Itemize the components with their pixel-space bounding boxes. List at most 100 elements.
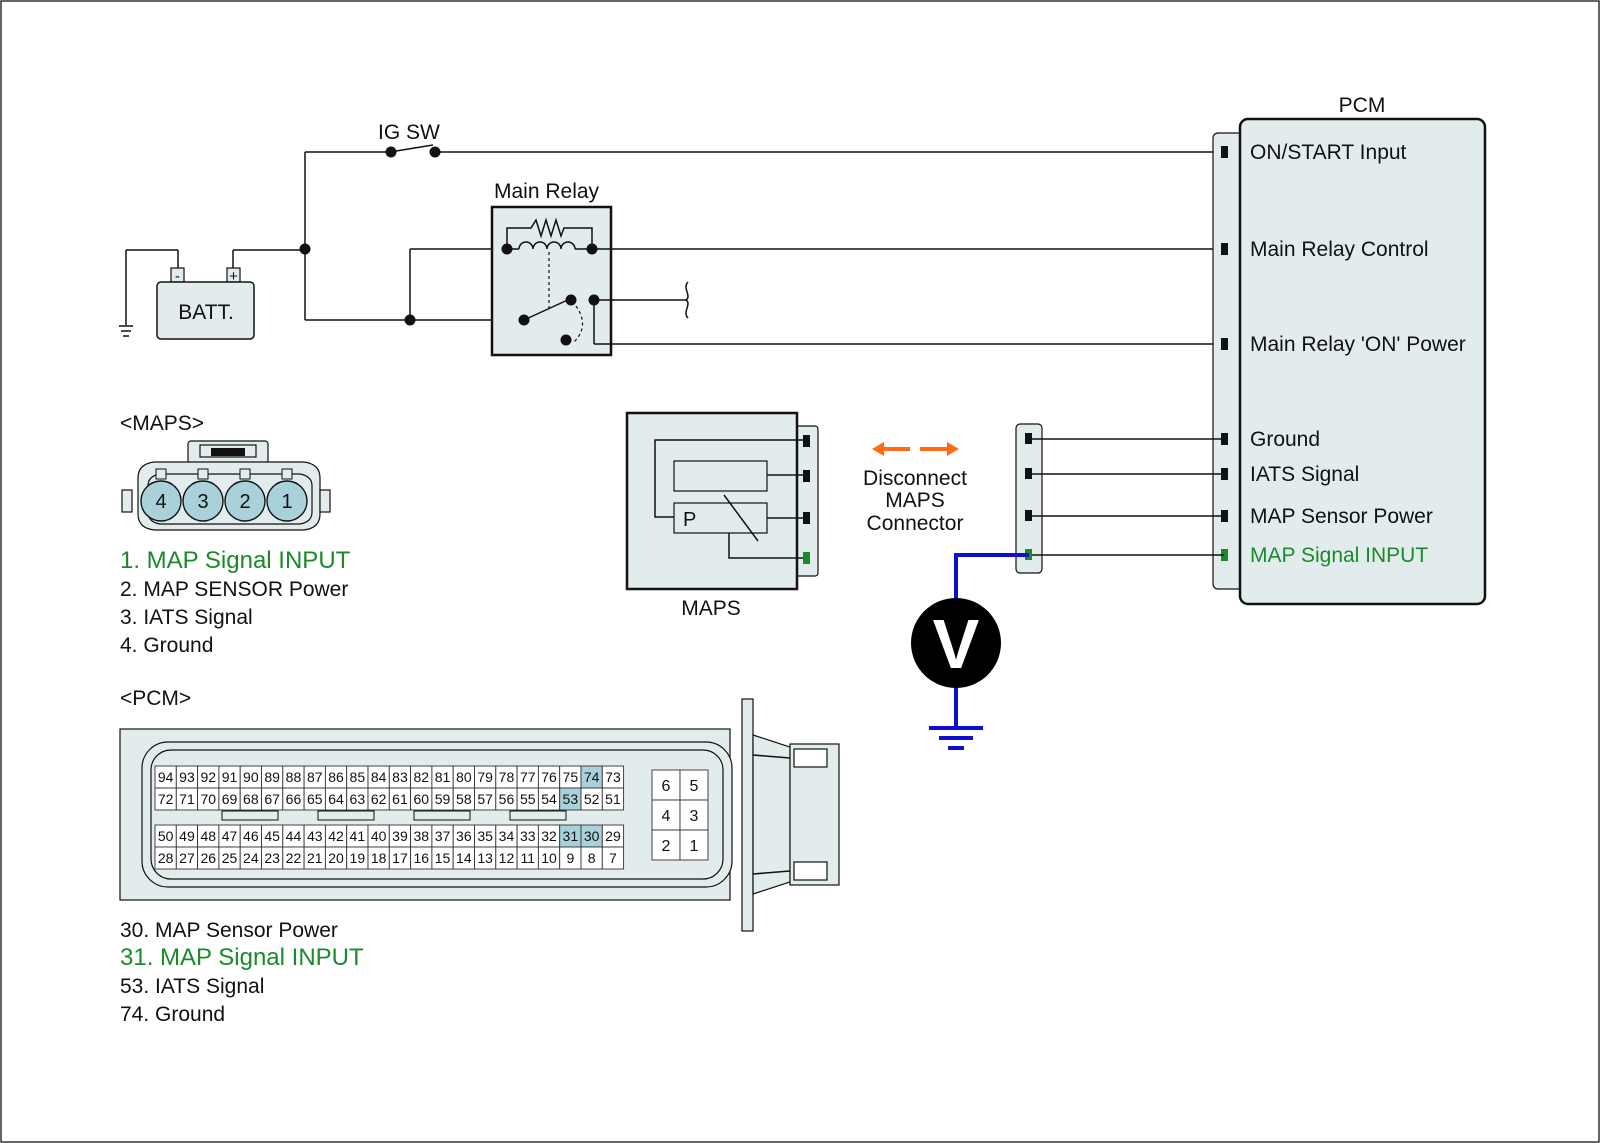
pcm-small-pin-cell [679, 769, 709, 801]
pcm-small-pin-number: 5 [690, 778, 699, 795]
pcm-legend-item: 30. MAP Sensor Power [120, 919, 338, 942]
pcm-pin-number: 13 [477, 850, 493, 866]
pcm-pin-number: 72 [158, 791, 174, 807]
pcm-pin-number: 11 [520, 850, 535, 866]
pcm-pin-number: 33 [520, 828, 536, 844]
maps-legend-item: 1. MAP Signal INPUT [120, 547, 351, 574]
pcm-legend-item: 31. MAP Signal INPUT [120, 944, 364, 971]
pcm-pin-number: 67 [264, 791, 280, 807]
pcm-pin-number: 47 [222, 828, 238, 844]
maps-legend-item: 3. IATS Signal [120, 606, 253, 629]
maps-pin-number: 3 [197, 491, 208, 513]
relay-switch-icon [523, 297, 584, 343]
pcm-pin-number: 88 [286, 769, 302, 785]
battery-icon [156, 281, 255, 340]
pin-marker [1025, 510, 1032, 521]
pcm-pin-number: 73 [605, 769, 621, 785]
ground-icon [119, 325, 133, 337]
pcm-pin-number: 42 [328, 828, 344, 844]
meter-probe-wire [954, 553, 1029, 598]
pcm-legend-item: 74. Ground [120, 1003, 225, 1026]
maps-block-label: MAPS [681, 597, 741, 620]
battery-label: BATT. [178, 301, 234, 324]
pcm-pin-number: 53 [563, 791, 579, 807]
relay-terminal [565, 294, 577, 306]
pcm-pin-number: 70 [200, 791, 216, 807]
pcm-pin-number: 16 [413, 850, 429, 866]
pcm-pin-number: 84 [371, 769, 387, 785]
pcm-pin-number: 24 [243, 850, 259, 866]
disconnect-note-line: Connector [867, 512, 964, 535]
pcm-pin-number: 71 [179, 791, 195, 807]
pcm-key-slot [509, 810, 567, 821]
pcm-pin-number: 92 [200, 769, 216, 785]
pcm-terminal-label: ON/START Input [1250, 141, 1407, 164]
disconnect-arrow-icon [872, 442, 959, 456]
relay-terminal [560, 334, 572, 346]
pcm-pin-number: 55 [520, 791, 536, 807]
pcm-pin-number: 80 [456, 769, 472, 785]
pcm-pin-number: 64 [328, 791, 344, 807]
pcm-pin-number: 62 [371, 791, 387, 807]
pcm-pin-number: 43 [307, 828, 323, 844]
pcm-pin-number: 91 [222, 769, 238, 785]
pcm-pin-number: 63 [350, 791, 366, 807]
maps-pressure-element [673, 502, 768, 534]
maps-pin [140, 480, 182, 522]
pcm-pin-number: 22 [286, 850, 302, 866]
pcm-pin-number: 93 [179, 769, 195, 785]
pcm-pin-number: 51 [605, 791, 621, 807]
voltmeter-icon [911, 598, 1001, 688]
voltmeter: V [911, 553, 1029, 750]
pcm-pin-number: 85 [350, 769, 366, 785]
pcm-pin-number: 86 [328, 769, 344, 785]
pcm-pin-number: 87 [307, 769, 323, 785]
pcm-pin-number: 49 [179, 828, 195, 844]
maps-pin-latch [155, 468, 167, 480]
pcm-pin-number: 60 [413, 791, 429, 807]
maps-pin-number: 4 [155, 491, 166, 513]
pcm-small-pin-cell [679, 829, 709, 861]
maps-pin-latch [281, 468, 293, 480]
pin-marker [803, 512, 810, 524]
maps-pin-number: 1 [281, 491, 292, 513]
pcm-pin-number: 26 [200, 850, 216, 866]
disconnect-note-line: MAPS [885, 489, 945, 512]
pcm-pin-number: 76 [541, 769, 557, 785]
maps-connector-title: <MAPS> [120, 412, 204, 435]
pcm-small-pin-number: 3 [690, 808, 699, 825]
pcm-terminal-pin [1221, 243, 1228, 255]
pcm-pin-number: 61 [392, 791, 408, 807]
maps-pin-latch [239, 468, 251, 480]
ig-sw-contact [429, 146, 441, 158]
pcm-small-pin-number: 1 [690, 838, 699, 855]
pin-marker [803, 435, 810, 447]
maps-legend-item: 4. Ground [120, 634, 213, 657]
pcm-terminal-label: Main Relay 'ON' Power [1250, 333, 1466, 356]
pin-marker-signal [803, 552, 810, 564]
pcm-pin-number: 69 [222, 791, 238, 807]
pcm-pin-number: 58 [456, 791, 472, 807]
pcm-small-pin-number: 2 [662, 838, 671, 855]
power-circuit: IG SW - + BATT. Main Relay [119, 121, 1224, 357]
pcm-pin-number: 81 [435, 769, 451, 785]
pin-marker [803, 470, 810, 482]
pcm-connector-title: <PCM> [120, 687, 191, 710]
pcm-terminal-label: MAP Signal INPUT [1250, 544, 1428, 567]
pcm-pin-number: 52 [584, 791, 600, 807]
pcm-pin-number: 28 [158, 850, 174, 866]
pcm-terminal-label: Main Relay Control [1250, 238, 1429, 261]
pcm-pin-number: 38 [413, 828, 429, 844]
pcm-small-pin-number: 4 [662, 808, 671, 825]
pcm-pin-number: 12 [499, 850, 515, 866]
pcm-pin-number: 23 [264, 850, 280, 866]
pcm-pin-number: 9 [566, 850, 574, 866]
maps-pin-latch [197, 468, 209, 480]
junction-dot [299, 243, 311, 255]
pcm-pin-number: 36 [456, 828, 472, 844]
harness-connector [1015, 423, 1043, 574]
